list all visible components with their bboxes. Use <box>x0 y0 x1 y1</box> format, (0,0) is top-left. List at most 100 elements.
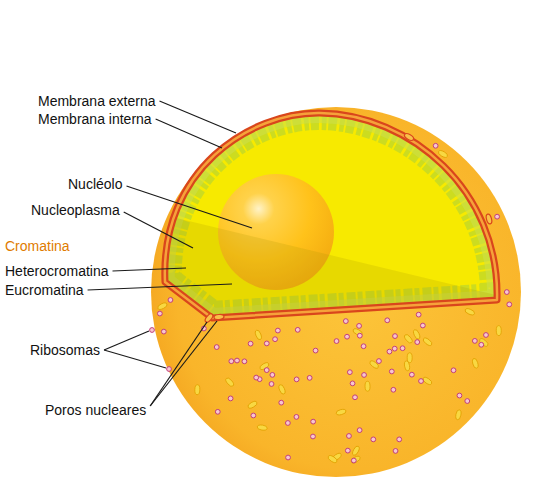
ribosome <box>307 375 312 380</box>
leader-line <box>150 321 217 406</box>
ribosome <box>334 339 339 344</box>
ribosome <box>357 333 362 338</box>
ribosome <box>264 341 269 346</box>
ribosome <box>389 369 394 374</box>
part-label: Heterocromatina <box>5 262 109 280</box>
granule <box>403 333 413 344</box>
leader-line <box>160 101 236 133</box>
ribosome <box>433 143 438 148</box>
ribosome <box>215 409 220 414</box>
ribosome <box>214 345 219 350</box>
ribosome <box>264 368 269 373</box>
ribosome <box>392 346 397 351</box>
ribosome <box>465 399 470 404</box>
leader-line <box>124 212 193 248</box>
ribosome <box>362 373 367 378</box>
nucleus-sphere <box>151 107 521 477</box>
ribosome <box>242 359 247 364</box>
ribosome <box>294 377 299 382</box>
leader-line <box>150 322 207 406</box>
ribosome <box>397 437 402 442</box>
granule <box>254 329 262 340</box>
ribosome <box>269 382 274 387</box>
ribosome <box>235 358 240 363</box>
ribosome <box>345 448 350 453</box>
leader-line <box>126 186 252 228</box>
part-label: Eucromatina <box>5 281 84 299</box>
leader-line <box>88 284 232 290</box>
part-label: Membrana interna <box>38 110 152 128</box>
ribosome <box>150 328 155 333</box>
ribosome <box>251 413 256 418</box>
ribosome <box>285 421 290 426</box>
ribosome <box>343 319 348 324</box>
ribosome <box>353 395 358 400</box>
ribosome <box>311 419 316 424</box>
granule <box>455 409 462 420</box>
granule <box>365 381 370 391</box>
ribosome <box>357 428 362 433</box>
ribosome <box>385 318 390 323</box>
ribosome <box>479 342 484 347</box>
part-label: Nucléolo <box>68 175 122 193</box>
ribosome <box>248 341 253 346</box>
part-label: Poros nucleares <box>45 401 146 419</box>
leader-line <box>113 268 187 271</box>
ribosome <box>484 333 489 338</box>
ribosome <box>157 311 162 316</box>
granule <box>350 455 361 464</box>
ribosome <box>357 323 362 328</box>
granule <box>157 302 168 311</box>
granule <box>464 308 475 316</box>
ribosome <box>393 334 398 339</box>
granule <box>478 337 489 347</box>
ribosome <box>167 367 172 372</box>
ribosome <box>419 379 424 384</box>
ribosome <box>168 298 173 303</box>
ribosome <box>286 455 291 460</box>
ribosome <box>504 290 509 295</box>
ribosome <box>361 344 366 349</box>
ribosome <box>451 368 456 373</box>
granule <box>278 384 286 395</box>
ribosome <box>420 323 425 328</box>
ribosome <box>311 434 316 439</box>
ribosome <box>371 437 376 442</box>
ribosome <box>313 348 318 353</box>
granule <box>336 409 347 416</box>
granule <box>404 361 410 372</box>
leader-line <box>104 350 166 368</box>
ribosome <box>507 302 512 307</box>
leader-line <box>104 331 149 350</box>
leader-line <box>156 119 222 148</box>
granule <box>225 377 235 388</box>
ribosome <box>345 334 350 339</box>
ribosome <box>387 349 392 354</box>
group-label: Cromatina <box>5 237 70 255</box>
ribosome <box>295 327 300 332</box>
ribosome <box>415 340 420 345</box>
ribosome <box>350 381 355 386</box>
nuclear-pores <box>204 132 493 323</box>
granule <box>327 454 338 464</box>
ribosome <box>270 372 275 377</box>
ribosome <box>279 400 284 405</box>
ribosome <box>294 414 299 419</box>
ribosome <box>254 375 259 380</box>
granule <box>195 385 200 395</box>
ribosome <box>228 396 233 401</box>
ribosome <box>495 214 500 219</box>
ribosome <box>472 338 477 343</box>
ribosome <box>273 337 278 342</box>
ribosome <box>391 387 396 392</box>
granule <box>247 400 258 409</box>
ribosome <box>377 359 382 364</box>
ribosome <box>347 370 352 375</box>
granule <box>496 326 501 336</box>
ribosome <box>161 329 166 334</box>
ribosome <box>393 449 398 454</box>
ribosome <box>457 393 462 398</box>
ribosome <box>409 372 414 377</box>
